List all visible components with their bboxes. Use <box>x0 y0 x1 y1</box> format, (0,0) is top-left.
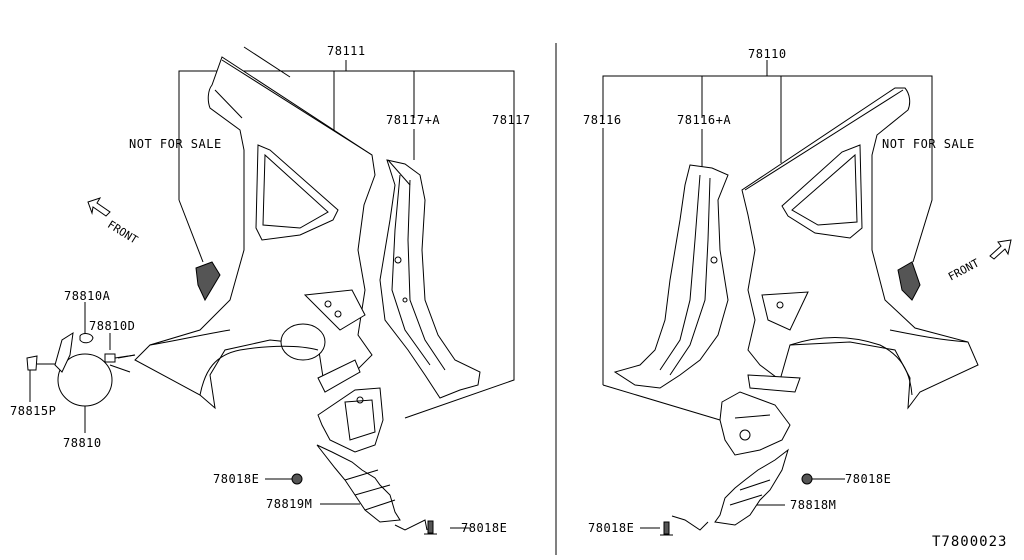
label-78018e-right-bottom: 78018E <box>588 521 635 535</box>
label-78018e-left-top: 78018E <box>213 472 260 486</box>
left-inner-pillar <box>379 159 481 399</box>
label-78018e-right-top: 78018E <box>845 472 892 486</box>
left-front-arrow-icon <box>87 197 111 217</box>
label-not-for-sale-right: NOT FOR SALE <box>882 137 975 151</box>
right-leader-lines <box>602 60 933 529</box>
label-78810a: 78810A <box>64 289 111 303</box>
label-not-for-sale-left: NOT FOR SALE <box>129 137 222 151</box>
left-quarter-panel <box>134 56 376 410</box>
left-box-bracket <box>317 387 384 453</box>
right-front-arrow-icon <box>989 239 1012 260</box>
right-inner-pillar <box>613 164 729 389</box>
label-78815p: 78815P <box>10 404 57 418</box>
diagram-code: T7800023 <box>932 534 1008 550</box>
fuel-lid-parts <box>26 331 136 407</box>
left-leader-lines <box>29 46 515 529</box>
label-78819m: 78819M <box>266 497 313 511</box>
label-78117: 78117 <box>492 113 531 127</box>
left-not-for-sale-part <box>195 261 221 302</box>
label-78116-a: 78116+A <box>677 113 732 127</box>
label-78018e-left-bottom: 78018E <box>461 521 508 535</box>
label-78117-a: 78117+A <box>386 113 441 127</box>
right-not-for-sale-part <box>897 261 921 301</box>
label-78818m: 78818M <box>790 498 837 512</box>
right-quarter-panel <box>741 87 979 410</box>
label-78111: 78111 <box>327 44 366 58</box>
right-box-bracket <box>719 391 791 456</box>
label-78110: 78110 <box>748 47 787 61</box>
left-lower-bracket <box>291 444 437 535</box>
right-lower-bracket <box>660 448 813 536</box>
label-78810: 78810 <box>63 436 102 450</box>
label-78810d: 78810D <box>89 319 136 333</box>
label-78116: 78116 <box>583 113 622 127</box>
